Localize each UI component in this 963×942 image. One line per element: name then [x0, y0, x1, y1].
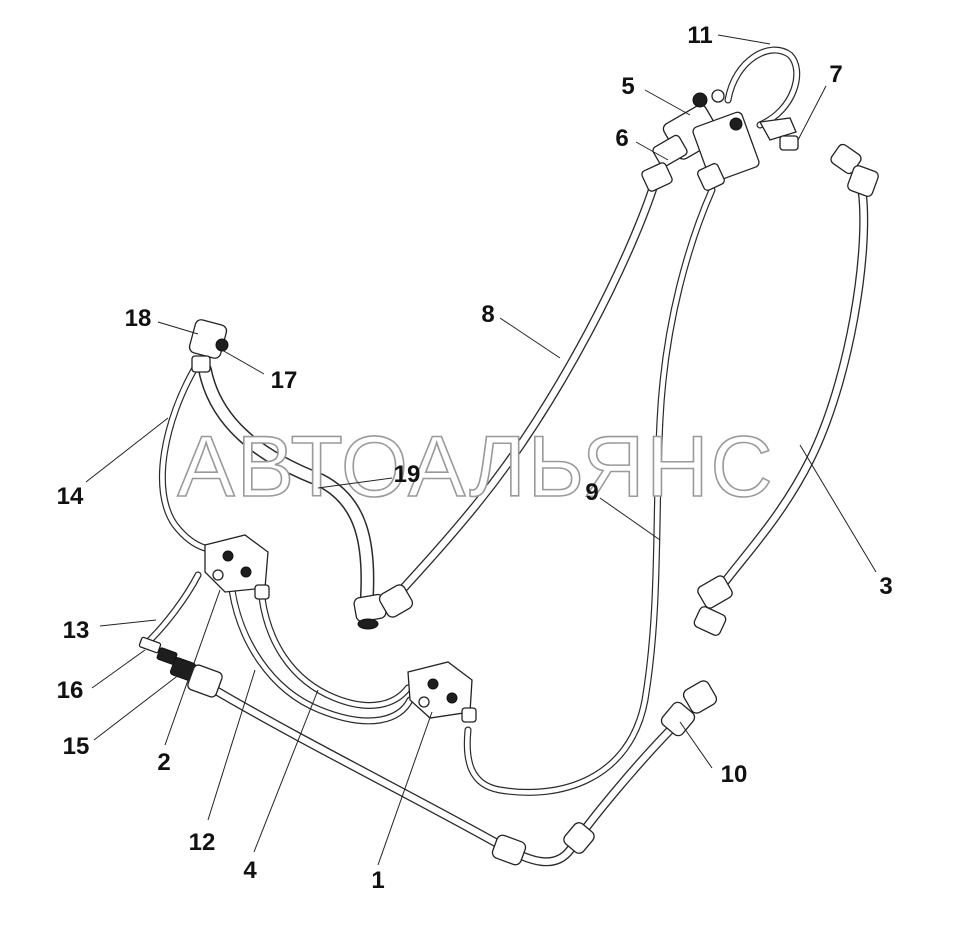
hose-8 [390, 177, 660, 603]
leader-9 [599, 497, 661, 541]
hose-12 [228, 586, 414, 725]
callout-6: 6 [615, 125, 628, 152]
leader-7 [797, 85, 827, 141]
callout-2: 2 [157, 749, 170, 776]
fitting-16 [138, 636, 178, 665]
elbow-3-bottom [693, 575, 733, 636]
leader-17 [221, 349, 265, 375]
hose-lines [146, 46, 869, 867]
callout-10: 10 [721, 761, 748, 788]
callout-15: 15 [63, 733, 90, 760]
hose-9 [463, 186, 716, 796]
elbow-19-lower [353, 584, 414, 630]
leader-19 [317, 477, 393, 489]
valve-2 [204, 534, 270, 600]
callout-11: 11 [687, 22, 712, 49]
elbow-10 [660, 680, 718, 737]
hose-11 [724, 46, 801, 129]
valve-block-5 [641, 89, 760, 192]
leader-3 [799, 444, 877, 573]
leader-6 [635, 141, 669, 161]
leader-14 [85, 417, 169, 483]
hose-14 [158, 364, 209, 552]
callout-16: 16 [57, 677, 84, 704]
valve-1 [407, 661, 477, 723]
callout-14: 14 [57, 483, 84, 510]
connector-bottom [491, 822, 595, 866]
hose-3 [710, 185, 869, 600]
callout-4: 4 [243, 857, 257, 884]
watermark-text: АВТОАЛЬЯНС [177, 419, 774, 515]
leader-18 [157, 321, 199, 335]
callout-labels: 11 5 7 6 8 18 17 19 9 14 3 13 16 15 2 10… [57, 22, 893, 894]
leader-12 [207, 669, 256, 821]
leader-15 [93, 673, 181, 741]
leader-lines [85, 34, 877, 866]
leader-1 [377, 711, 433, 866]
callout-9: 9 [585, 479, 598, 506]
callout-18: 18 [125, 305, 152, 332]
callout-8: 8 [481, 301, 494, 328]
callout-12: 12 [189, 829, 216, 856]
hose-13 [146, 571, 202, 644]
elbow-18 [188, 319, 229, 373]
leader-5 [644, 89, 691, 116]
leader-10 [679, 721, 713, 769]
callout-7: 7 [829, 61, 842, 88]
callout-3: 3 [879, 573, 892, 600]
leader-4 [253, 689, 319, 853]
leader-2 [164, 589, 221, 746]
leader-8 [499, 317, 561, 359]
callout-19: 19 [394, 461, 421, 488]
leader-13 [99, 619, 157, 627]
callout-1: 1 [371, 867, 384, 894]
fitting-15 [169, 657, 223, 698]
leader-11 [717, 34, 771, 45]
fitting-7 [758, 117, 799, 151]
elbow-3-top [830, 143, 879, 197]
leader-16 [91, 649, 146, 689]
hose-4 [258, 594, 412, 709]
components [138, 89, 879, 866]
callout-5: 5 [621, 73, 634, 100]
hose-19 [198, 363, 375, 617]
callout-17: 17 [271, 367, 298, 394]
callout-13: 13 [63, 617, 90, 644]
